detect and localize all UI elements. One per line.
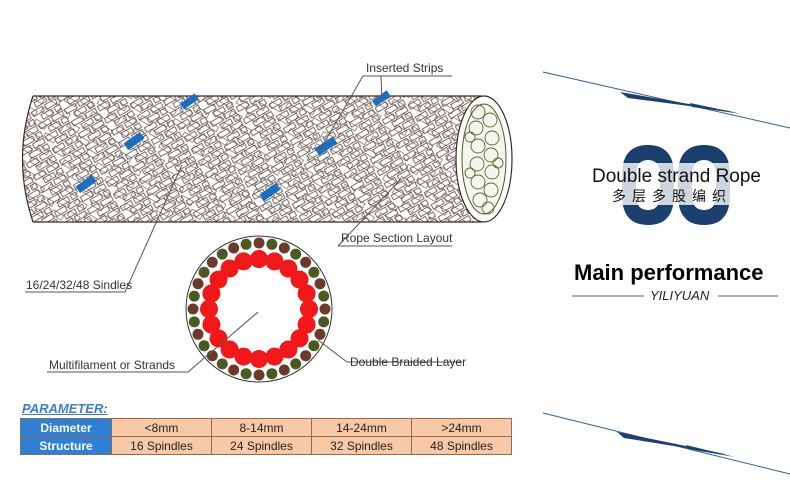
parameter-table: Diameter <8mm 8-14mm 14-24mm >24mm Struc… <box>20 418 512 455</box>
inserted-strip <box>75 174 97 194</box>
product-title: Double strand Rope <box>592 166 761 187</box>
callout-spindles: 16/24/32/48 Sindles <box>26 278 133 292</box>
inserted-strip <box>371 90 391 107</box>
outer-braid-strand <box>314 278 326 290</box>
outer-braid-strand <box>216 248 228 260</box>
cross-section-diagram <box>185 235 333 383</box>
inner-core-strand <box>200 300 218 318</box>
outer-braid-strand <box>278 242 290 254</box>
inner-core-strand <box>202 284 221 303</box>
table-cell: 32 Spindles <box>311 436 412 455</box>
inner-core-strand <box>209 329 228 348</box>
inserted-strip <box>314 136 338 156</box>
table-cell: >24mm <box>411 418 512 437</box>
inner-core-strand <box>290 270 309 289</box>
inner-core-strand <box>250 350 268 368</box>
outer-braid-strand <box>188 290 200 302</box>
inner-core-strand <box>279 259 298 278</box>
outer-braid-strand <box>240 238 252 250</box>
inner-core-strand <box>234 347 253 366</box>
parameter-heading: PARAMETER: <box>22 401 108 416</box>
inner-core-strand <box>265 347 284 366</box>
company-name: YILIYUAN <box>650 288 710 303</box>
inner-core-strand <box>220 259 239 278</box>
outer-braid-strand <box>240 368 252 380</box>
table-cell: 24 Spindles <box>211 436 312 455</box>
callout-inserted-strips: Inserted Strips <box>366 61 444 75</box>
outer-braid-strand <box>314 328 326 340</box>
brand-monogram <box>590 145 770 225</box>
outer-braid-strand <box>308 340 320 352</box>
inserted-strip <box>179 93 199 110</box>
inner-core-strand <box>234 252 253 271</box>
outer-braid-strand <box>188 316 200 328</box>
outer-braid-strand <box>290 358 302 370</box>
inner-core-strand <box>297 315 316 334</box>
outer-braid-strand <box>318 316 330 328</box>
inner-core-strand <box>220 340 239 359</box>
table-row: Diameter <8mm 8-14mm 14-24mm >24mm <box>20 418 512 437</box>
table-cell: 14-24mm <box>311 418 412 437</box>
outer-braid-strand <box>198 266 210 278</box>
inner-core-strand <box>265 252 284 271</box>
outer-braid-strand <box>308 266 320 278</box>
inner-core-strand <box>297 284 316 303</box>
inserted-strip <box>123 131 145 151</box>
row-header-structure: Structure <box>20 436 112 455</box>
decorative-streak <box>542 412 790 475</box>
outer-braid-strand <box>253 369 265 381</box>
row-header-diameter: Diameter <box>20 418 112 437</box>
inserted-strip <box>259 182 281 202</box>
table-row: Structure 16 Spindles 24 Spindles 32 Spi… <box>20 436 512 455</box>
table-cell: 48 Spindles <box>411 436 512 455</box>
outer-braid-strand <box>228 364 240 376</box>
outer-braid-strand <box>216 358 228 370</box>
inner-core-strand <box>209 270 228 289</box>
outer-braid-strand <box>206 256 218 268</box>
callout-lines <box>25 75 462 373</box>
outer-braid-strand <box>187 303 199 315</box>
callout-double-braided: Double Braided Layer <box>350 355 467 369</box>
outer-braid-strand <box>206 350 218 362</box>
rope-body <box>21 90 482 223</box>
outer-braid-strand <box>278 364 290 376</box>
inner-core-strand <box>290 329 309 348</box>
outer-braid-strand <box>266 238 278 250</box>
outer-braid-strand <box>198 340 210 352</box>
inner-core-strand <box>279 340 298 359</box>
inner-core-strand <box>202 315 221 334</box>
product-subtitle-cn: 多层多股编织 <box>612 188 732 204</box>
outer-braid-strand <box>228 242 240 254</box>
table-cell: <8mm <box>111 418 212 437</box>
outer-braid-strand <box>192 328 204 340</box>
callout-rope-section: Rope Section Layout <box>341 231 453 245</box>
outer-braid-strand <box>319 303 331 315</box>
rope-end-section <box>455 95 513 223</box>
outer-braid-strand <box>318 290 330 302</box>
outer-braid-strand <box>290 248 302 260</box>
inner-core-strand <box>300 300 318 318</box>
outer-braid-strand <box>300 256 312 268</box>
inner-core-strand <box>250 250 268 268</box>
callout-multifilament: Multifilament or Strands <box>49 358 176 372</box>
outer-braid-strand <box>300 350 312 362</box>
table-cell: 8-14mm <box>211 418 312 437</box>
table-cell: 16 Spindles <box>111 436 212 455</box>
decorative-streak <box>542 71 790 129</box>
outer-braid-strand <box>253 237 265 249</box>
outer-braid-strand <box>266 368 278 380</box>
outer-braid-strand <box>192 278 204 290</box>
section-title: Main performance <box>574 260 764 285</box>
